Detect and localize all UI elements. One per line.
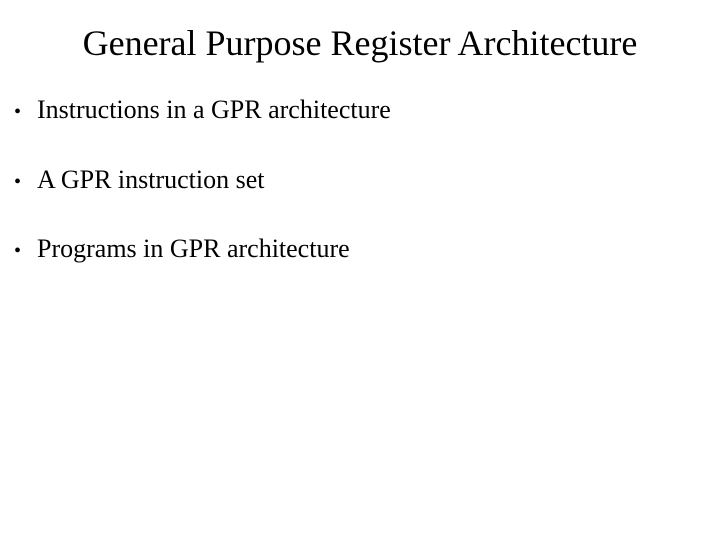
bullet-list: • Instructions in a GPR architecture • A… bbox=[14, 94, 391, 303]
bullet-icon: • bbox=[14, 170, 22, 193]
slide-title: General Purpose Register Architecture bbox=[82, 23, 638, 63]
bullet-text: Instructions in a GPR architecture bbox=[37, 95, 391, 124]
bullet-icon: • bbox=[14, 240, 22, 262]
bullet-item: • A GPR instruction set bbox=[14, 164, 391, 197]
bullet-text: A GPR instruction set bbox=[37, 164, 265, 194]
bullet-item: • Instructions in a GPR architecture bbox=[14, 94, 391, 127]
bullet-icon: • bbox=[14, 101, 22, 123]
bullet-text: Programs in GPR architecture bbox=[37, 234, 350, 263]
bullet-item: • Programs in GPR architecture bbox=[14, 233, 391, 266]
